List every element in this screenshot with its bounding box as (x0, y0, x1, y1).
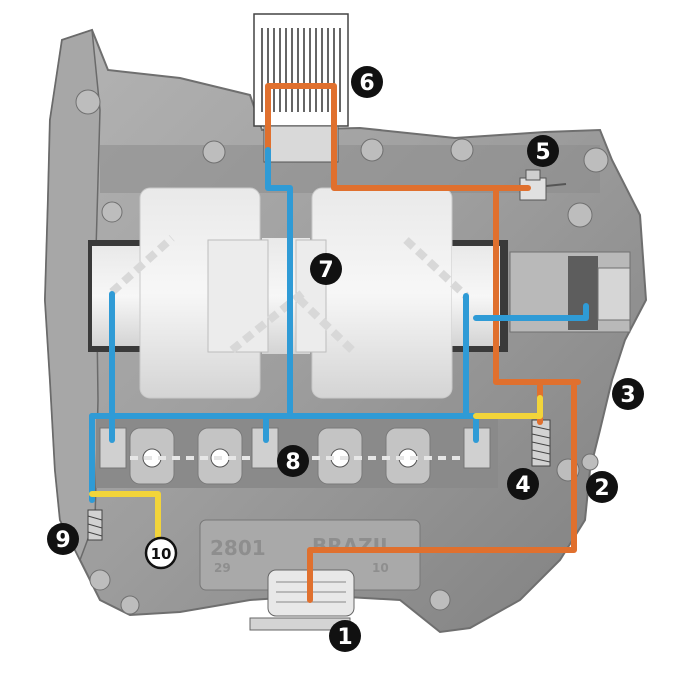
marker-3: 3 (612, 378, 644, 410)
return-line-to-pump (473, 303, 589, 321)
oil-cooler-base (263, 125, 339, 163)
marker-1: 1 (329, 620, 361, 652)
cylinder-right-outer (452, 246, 500, 346)
bolt-boss (75, 89, 101, 115)
gallery-plug (251, 427, 279, 469)
svg-text:6: 6 (359, 71, 374, 96)
marker-8: 8 (277, 445, 309, 477)
bolt-boss (89, 569, 111, 591)
svg-text:3: 3 (620, 383, 635, 408)
pressure-line-pump-to-pickup (307, 383, 577, 603)
bolt-boss (581, 453, 599, 471)
control-valve-spring (87, 509, 103, 541)
marker-6: 6 (351, 66, 383, 98)
bolt-boss (450, 138, 474, 162)
oil-drilling-dashed (403, 237, 469, 299)
return-line-cooler-down (265, 147, 293, 419)
pump-cover (597, 267, 631, 321)
bypass-line-control (89, 491, 161, 543)
casting-mold-a: 29 (214, 561, 231, 575)
main-journal (207, 239, 269, 353)
relief-valve-spring (531, 419, 551, 467)
svg-text:1: 1 (337, 625, 352, 650)
pressure-oil-lines (265, 83, 581, 603)
bolt-boss (120, 595, 140, 615)
bolt-boss (567, 202, 593, 228)
marker-7: 7 (310, 253, 342, 285)
pressure-line-cooler-loop (265, 83, 581, 385)
oil-cooler-fins (261, 28, 341, 112)
crank-chamber (88, 187, 508, 399)
marker-9: 9 (47, 523, 79, 555)
svg-text:10: 10 (151, 545, 172, 563)
bypass-oil-lines (89, 395, 543, 543)
svg-text:4: 4 (515, 473, 530, 498)
bolt-boss (583, 147, 609, 173)
svg-text:2: 2 (594, 476, 609, 501)
marker-2: 2 (586, 471, 618, 503)
cylinder-right (311, 187, 453, 399)
return-oil-lines (89, 147, 589, 503)
casting-country: BRAZIL (312, 534, 393, 558)
bolt-boss (429, 589, 451, 611)
svg-text:9: 9 (55, 528, 70, 553)
casting-part-number: 2801 (210, 536, 266, 560)
svg-text:5: 5 (535, 140, 550, 165)
marker-5: 5 (527, 135, 559, 167)
bypass-line-relief (473, 395, 543, 419)
marker-10: 10 (144, 536, 178, 570)
bolt-boss (101, 201, 123, 223)
oil-drilling-dashed (293, 293, 355, 353)
svg-text:8: 8 (285, 450, 300, 475)
marker-4: 4 (507, 468, 539, 500)
pressure-sender (519, 169, 567, 201)
bolt-boss (202, 140, 226, 164)
casting-mold-b: 10 (372, 561, 389, 575)
cylinder-left-outer (92, 246, 142, 346)
oil-drilling-dashed (109, 235, 175, 295)
svg-text:7: 7 (318, 258, 333, 283)
bolt-boss (360, 138, 384, 162)
